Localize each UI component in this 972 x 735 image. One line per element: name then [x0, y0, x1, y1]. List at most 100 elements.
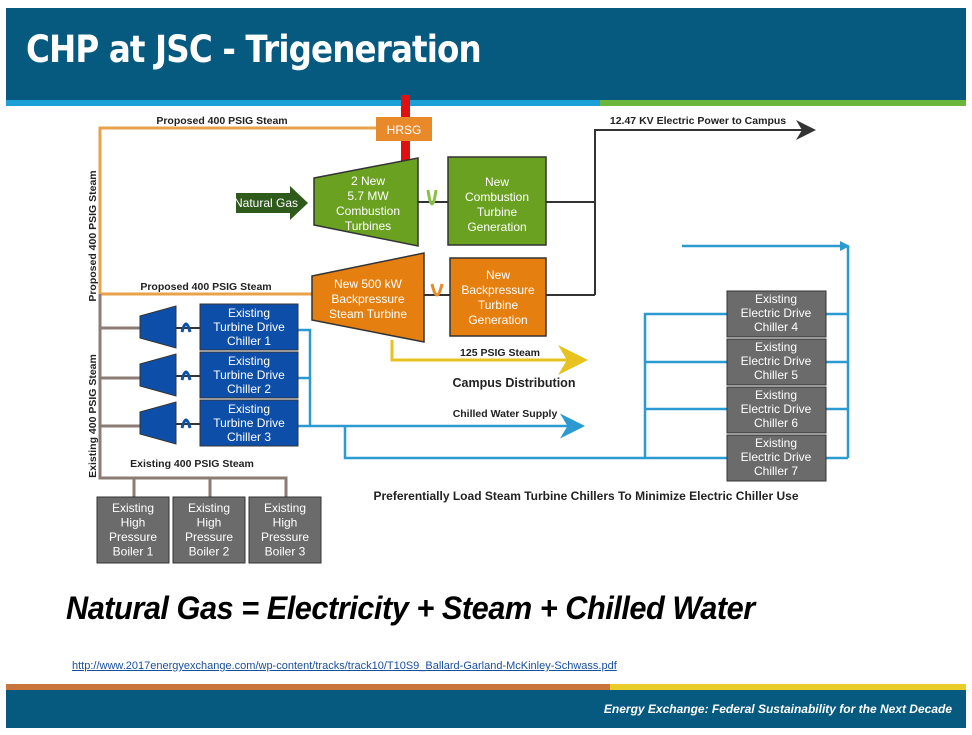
combustion-turbine-text: 2 New 5.7 MW Combustion Turbines	[336, 174, 400, 233]
svg-text:Turbine Drive: Turbine Drive	[213, 368, 285, 382]
svg-text:Combustion: Combustion	[465, 190, 529, 204]
svg-text:Turbine: Turbine	[477, 205, 518, 219]
svg-text:Backpressure: Backpressure	[461, 283, 535, 297]
steam-125-label: 125 PSIG Steam	[460, 347, 540, 359]
chilled-water-lines	[298, 244, 850, 460]
chilled-water-label: Chilled Water Supply	[453, 408, 558, 420]
svg-text:High: High	[121, 516, 146, 530]
svg-text:Turbine: Turbine	[478, 298, 519, 312]
natural-gas-arrow	[236, 186, 308, 220]
svg-text:Chiller 4: Chiller 4	[754, 320, 798, 334]
svg-text:Electric Drive: Electric Drive	[741, 402, 812, 416]
header-stripe-blue	[6, 100, 600, 106]
proposed-steam-top-label: Proposed 400 PSIG Steam	[156, 115, 287, 127]
combustion-turbine	[313, 157, 419, 247]
svg-text:Existing: Existing	[755, 436, 797, 450]
natural-gas-label: Natural Gas	[234, 196, 298, 210]
svg-text:Electric Drive: Electric Drive	[741, 306, 812, 320]
campus-distribution-label: Campus Distribution	[453, 376, 576, 390]
bp-generation-box	[449, 257, 547, 337]
svg-text:Boiler 3: Boiler 3	[265, 545, 306, 559]
svg-text:Pressure: Pressure	[261, 530, 309, 544]
chiller-compressor-icon	[139, 305, 177, 349]
ct-coupling-icon	[426, 189, 438, 206]
chiller-compressor-icon	[139, 353, 177, 397]
svg-text:High: High	[197, 516, 222, 530]
svg-text:Electric Drive: Electric Drive	[741, 450, 812, 464]
svg-text:Pressure: Pressure	[109, 530, 157, 544]
svg-text:Existing: Existing	[228, 354, 270, 368]
ct-generation-text: New Combustion Turbine Generation	[465, 175, 529, 234]
svg-text:Existing: Existing	[112, 501, 154, 515]
footer-text: Energy Exchange: Federal Sustainability …	[603, 702, 952, 716]
existing-steam-bottom-label: Existing 400 PSIG Steam	[130, 458, 254, 470]
proposed-steam-vertical-label: Proposed 400 PSIG Steam	[87, 170, 99, 301]
svg-text:Existing: Existing	[264, 501, 306, 515]
footer-bar: Energy Exchange: Federal Sustainability …	[6, 690, 966, 728]
svg-text:2 New: 2 New	[351, 174, 385, 188]
bp-generation-text: New Backpressure Turbine Generation	[461, 268, 535, 327]
coupling-icon	[180, 370, 192, 381]
proposed-steam-mid-label: Proposed 400 PSIG Steam	[140, 281, 271, 293]
svg-text:Pressure: Pressure	[185, 530, 233, 544]
svg-text:Turbine Drive: Turbine Drive	[213, 320, 285, 334]
svg-text:New: New	[486, 268, 510, 282]
svg-text:Existing: Existing	[228, 306, 270, 320]
coupling-icon	[180, 322, 192, 333]
existing-steam-lines	[98, 294, 288, 497]
source-link[interactable]: http://www.2017energyexchange.com/wp-con…	[72, 660, 617, 672]
header-stripe-green	[600, 100, 966, 106]
svg-text:Boiler 1: Boiler 1	[113, 545, 154, 559]
steam-turbine	[311, 252, 425, 343]
svg-text:Combustion: Combustion	[336, 204, 400, 218]
svg-text:Chiller 6: Chiller 6	[754, 416, 798, 430]
footer-stripe-orange	[6, 684, 610, 690]
footer-stripe-yellow	[610, 684, 966, 690]
svg-text:Turbines: Turbines	[345, 219, 391, 233]
svg-text:New: New	[485, 175, 509, 189]
svg-text:Existing: Existing	[755, 292, 797, 306]
svg-text:New 500 kW: New 500 kW	[334, 277, 403, 291]
hrsg-box	[376, 117, 432, 141]
svg-text:Generation: Generation	[467, 220, 526, 234]
title-bar	[6, 8, 966, 100]
svg-text:High: High	[273, 516, 298, 530]
formula-headline: Natural Gas = Electricity + Steam + Chil…	[66, 590, 755, 626]
svg-text:Existing: Existing	[755, 388, 797, 402]
slide-title: CHP at JSC - Trigeneration	[26, 28, 482, 71]
proposed-steam-lines	[98, 126, 378, 296]
steam-turbine-text: New 500 kW Backpressure Steam Turbine	[329, 277, 407, 321]
hrsg-label: HRSG	[387, 123, 422, 137]
svg-text:Generation: Generation	[468, 313, 527, 327]
ct-generation-box	[447, 156, 547, 246]
svg-text:Steam Turbine: Steam Turbine	[329, 307, 407, 321]
svg-text:Chiller 2: Chiller 2	[227, 382, 271, 396]
electric-power-label: 12.47 KV Electric Power to Campus	[610, 115, 786, 127]
svg-text:Boiler 2: Boiler 2	[189, 545, 230, 559]
svg-text:Existing: Existing	[228, 402, 270, 416]
svg-text:Chiller 1: Chiller 1	[227, 334, 271, 348]
existing-steam-vertical-label: Existing 400 PSIG Steam	[87, 354, 99, 478]
svg-text:Turbine Drive: Turbine Drive	[213, 416, 285, 430]
svg-text:5.7 MW: 5.7 MW	[347, 189, 389, 203]
svg-text:Chiller 3: Chiller 3	[227, 430, 271, 444]
svg-text:Chiller 7: Chiller 7	[754, 464, 798, 478]
st-coupling-icon	[430, 283, 444, 297]
chilled-water-return-arrow	[840, 241, 850, 251]
svg-text:Chiller 5: Chiller 5	[754, 368, 798, 382]
svg-text:Electric Drive: Electric Drive	[741, 354, 812, 368]
svg-text:Existing: Existing	[755, 340, 797, 354]
svg-text:Existing: Existing	[188, 501, 230, 515]
svg-text:Backpressure: Backpressure	[331, 292, 405, 306]
preferential-load-note: Preferentially Load Steam Turbine Chille…	[373, 489, 798, 503]
